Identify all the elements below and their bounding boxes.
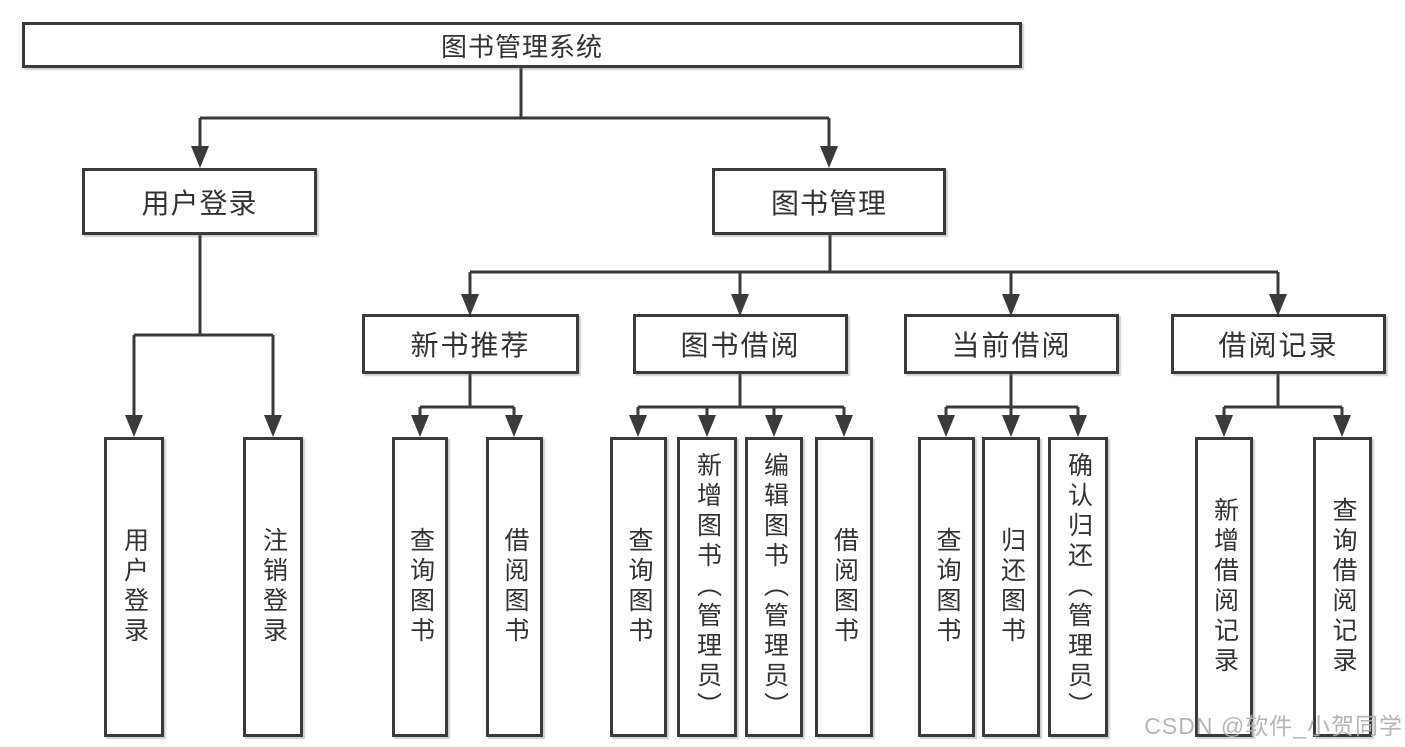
leaf-newbooks-borrow-books: 借阅图书	[486, 437, 543, 737]
node-user-login: 用户登录	[82, 168, 317, 235]
leaf-records-query-record: 查询借阅记录	[1313, 437, 1372, 737]
node-book-management: 图书管理	[712, 168, 946, 235]
leaf-current-return-books: 归还图书	[982, 437, 1040, 737]
leaf-records-add-record: 新增借阅记录	[1195, 437, 1253, 737]
leaf-borrow-borrow-books: 借阅图书	[815, 437, 873, 737]
node-book-borrow: 图书借阅	[633, 314, 848, 374]
leaf-borrow-edit-books-admin: 编辑图书（管理员）	[745, 437, 803, 737]
csdn-watermark: CSDN @软件_小贺同学	[1144, 713, 1403, 739]
leaf-borrow-query-books: 查询图书	[610, 437, 667, 737]
node-borrow-records: 借阅记录	[1171, 314, 1386, 374]
leaf-current-query-books: 查询图书	[918, 437, 975, 737]
leaf-borrow-add-books-admin: 新增图书（管理员）	[677, 437, 737, 737]
leaf-logout: 注销登录	[243, 437, 303, 737]
node-system-root: 图书管理系统	[22, 22, 1022, 68]
leaf-user-login: 用户登录	[104, 437, 164, 737]
arrowheads	[125, 146, 1351, 437]
leaf-newbooks-query-books: 查询图书	[392, 437, 448, 737]
node-new-book-recommend: 新书推荐	[362, 314, 579, 374]
leaf-current-confirm-return-admin: 确认归还（管理员）	[1048, 437, 1108, 737]
node-current-borrow: 当前借阅	[904, 314, 1119, 374]
